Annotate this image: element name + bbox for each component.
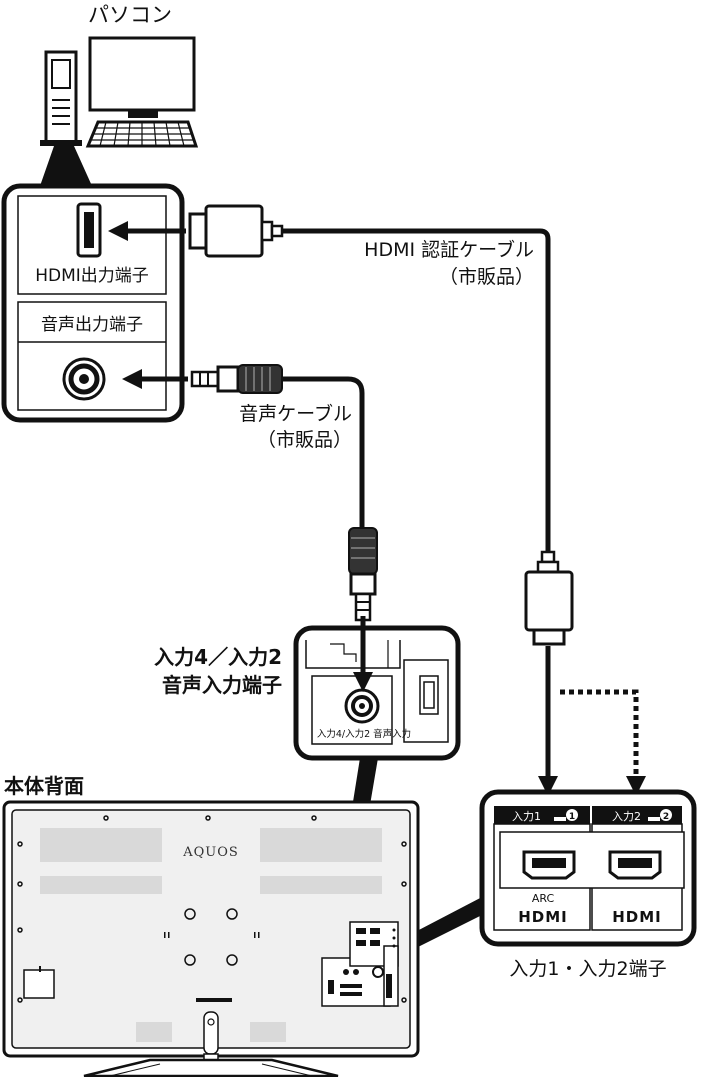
audio-in-small-label: 入力4/入力2 音声入力 <box>317 728 411 740</box>
port2-label: 入力2 <box>612 810 641 823</box>
arrow-to-hdmi-out <box>108 221 186 241</box>
hdmi-ports-label: 入力1・入力2端子 <box>509 958 666 980</box>
pc-monitor-icon <box>85 36 199 148</box>
arrow-to-audio-in <box>353 616 373 692</box>
port-number-2-icon: 2 <box>648 809 672 822</box>
hdmi-alt-route-dotted <box>560 689 646 796</box>
hdmi-port-icon <box>76 202 102 258</box>
pc-tower-icon <box>40 50 82 146</box>
svg-text:2: 2 <box>663 812 669 822</box>
arc-label: ARC <box>532 892 555 905</box>
hdmi-cable <box>188 204 574 796</box>
audio-jack-icon <box>62 357 106 401</box>
hdmi-logo-2: HDMI <box>612 908 662 926</box>
brand-logo: AQUOS <box>182 845 239 860</box>
audio-in-label-line2: 音声入力端子 <box>162 673 282 697</box>
svg-text:1: 1 <box>569 812 575 822</box>
port1-label: 入力1 <box>512 810 541 823</box>
tv-rear-illustration: AQUOS <box>2 800 420 1077</box>
audio-cable-label: 音声ケーブル <box>239 402 352 425</box>
audio-in-label-line1: 入力4／入力2 <box>154 645 282 669</box>
pc-label: パソコン <box>88 3 172 27</box>
port-number-1-icon: 1 <box>554 809 578 822</box>
hdmi-cable-note: （市販品） <box>439 266 534 288</box>
hdmi-logo-1: HDMI <box>518 908 568 926</box>
rear-label: 本体背面 <box>4 774 84 798</box>
audio-cable-note: （市販品） <box>257 429 352 451</box>
audio-cable <box>190 364 378 622</box>
arrow-to-audio-out <box>122 369 188 389</box>
hdmi-cable-label: HDMI 認証ケーブル <box>364 238 534 261</box>
audio-out-label: 音声出力端子 <box>41 315 143 335</box>
pc-callout-pointer <box>40 146 92 186</box>
audio-in-jack-icon <box>344 688 380 724</box>
hdmi-out-label: HDMI出力端子 <box>35 266 149 286</box>
hdmi-port-1-icon <box>522 850 576 880</box>
audio-in-panel: 入力4/入力2 音声入力 <box>293 625 461 761</box>
pc-illustration: パソコン <box>40 3 199 186</box>
hdmi-port-2-icon <box>608 850 662 880</box>
hdmi-ports-panel: 入力1 入力2 1 2 ARC HDMI HDMI <box>479 789 697 947</box>
pc-port-panel: HDMI出力端子 音声出力端子 <box>1 183 185 423</box>
